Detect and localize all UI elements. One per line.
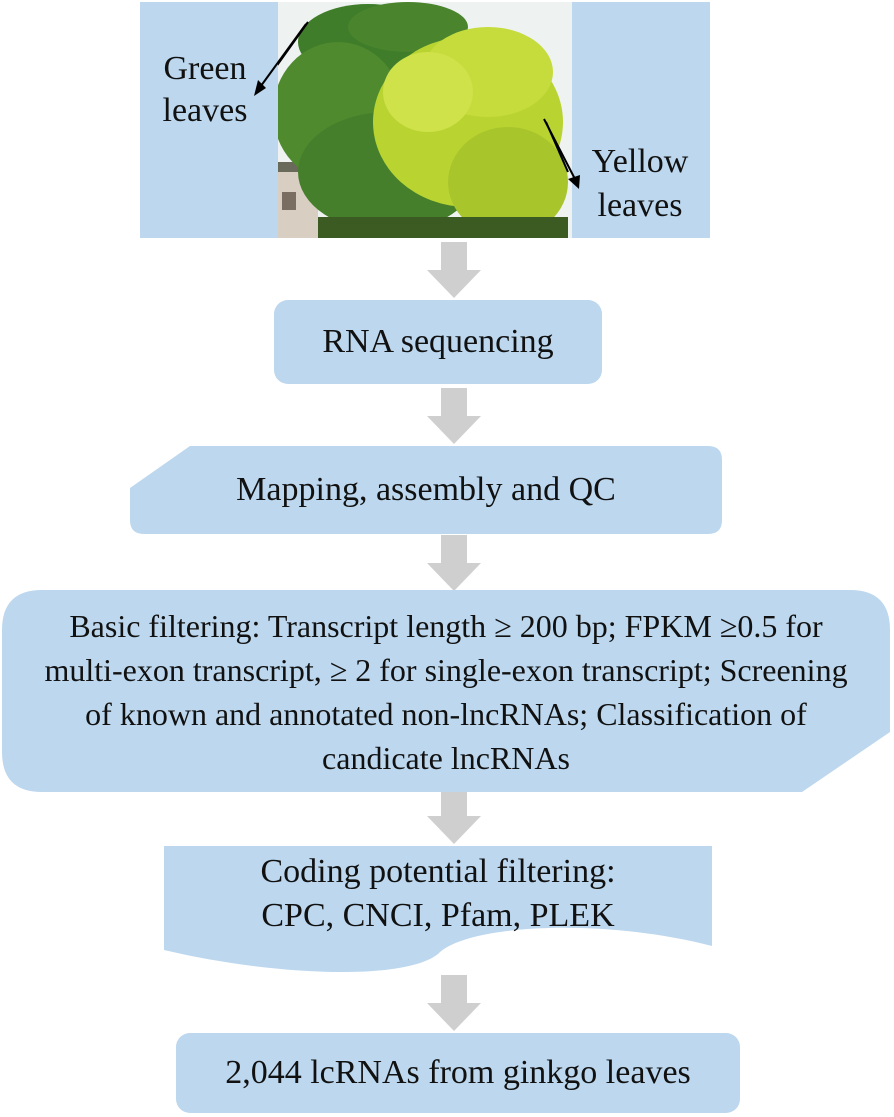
step-coding-potential-shape: [164, 846, 712, 973]
down-arrow-4: [427, 788, 481, 844]
down-arrow-3: [427, 535, 481, 591]
green-leaves-pointer-arrow: [254, 23, 307, 96]
green-label-line1: Green: [163, 50, 247, 87]
step-rna-sequencing-text: RNA sequencing: [322, 322, 554, 360]
step-mapping: Mapping, assembly and QC: [130, 446, 722, 534]
step-mapping-shape: [130, 446, 722, 534]
step-coding-potential-line2: CPC, CNCI, Pfam, PLEK: [261, 897, 615, 934]
down-arrow-1: [427, 242, 481, 298]
yellow-leaves-pointer-arrow: [543, 118, 580, 189]
step-coding-potential: Coding potential filtering: CPC, CNCI, P…: [164, 850, 712, 938]
step-basic-filtering: Basic filtering: Transcript length ≥ 200…: [40, 596, 852, 788]
yellow-leaves-label: Yellow leaves: [580, 140, 700, 228]
yellow-label-line1: Yellow: [591, 143, 689, 180]
step-basic-filtering-shape: [2, 590, 890, 792]
step-coding-potential-line1: Coding potential filtering:: [260, 853, 616, 890]
ginkgo-tree-photo: [278, 2, 572, 238]
green-leaves-label: Green leaves: [150, 48, 260, 132]
down-arrow-2: [427, 388, 481, 444]
green-label-line2: leaves: [162, 92, 248, 129]
step-basic-filtering-text: Basic filtering: Transcript length ≥ 200…: [44, 608, 848, 776]
step-final-result-text: 2,044 lcRNAs from ginkgo leaves: [225, 1053, 691, 1091]
down-arrow-5: [427, 975, 481, 1031]
step-rna-sequencing: RNA sequencing: [274, 300, 602, 384]
step-mapping-text: Mapping, assembly and QC: [236, 470, 616, 508]
yellow-label-line2: leaves: [597, 187, 683, 224]
step-final-result: 2,044 lcRNAs from ginkgo leaves: [176, 1033, 740, 1113]
